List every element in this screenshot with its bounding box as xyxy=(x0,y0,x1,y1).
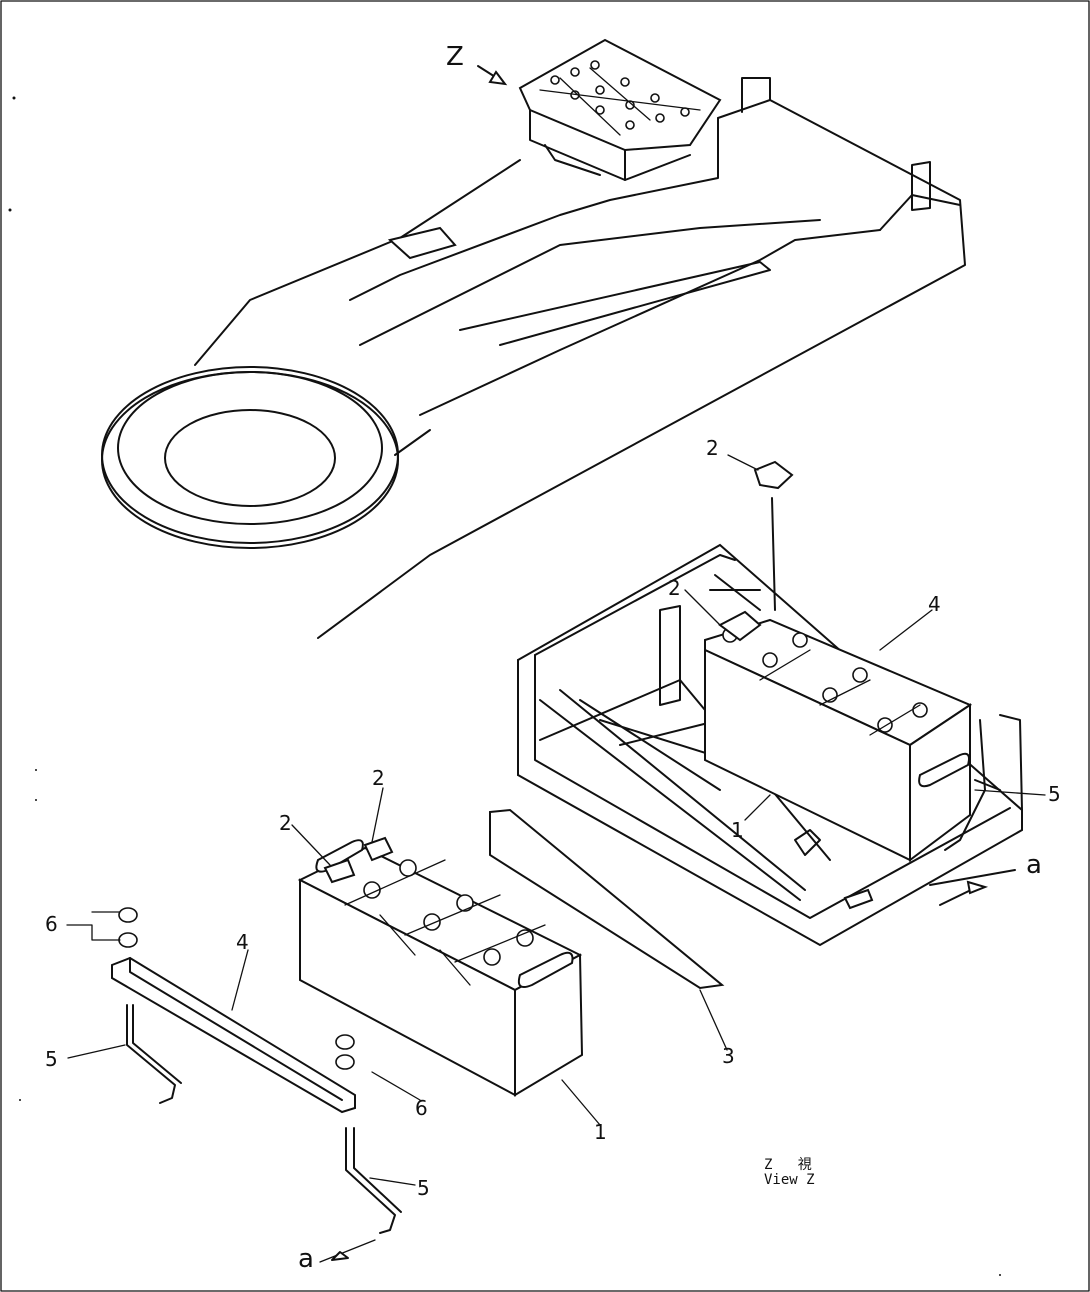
callout-6-right: 6 xyxy=(415,1096,428,1120)
z-view-label: Z xyxy=(446,42,464,72)
scan-specks xyxy=(8,96,1001,1276)
callout-3-plate: 3 xyxy=(722,1044,735,1068)
callout-1-box: 1 xyxy=(731,818,744,842)
view-z-kanji: 視 xyxy=(797,1157,812,1173)
nut-pair-left xyxy=(118,907,138,948)
cover-plate xyxy=(489,808,725,990)
callout-6-left: 6 xyxy=(45,912,58,936)
swing-circle xyxy=(101,366,399,544)
callout-a-box: a xyxy=(1026,850,1042,880)
callout-2-top: 2 xyxy=(706,436,719,460)
callout-a-bottom: a xyxy=(298,1244,314,1274)
j-bolt-right xyxy=(345,1127,402,1234)
nut-pair-right xyxy=(335,1034,355,1070)
revolving-frame xyxy=(101,77,966,639)
leader-lines xyxy=(66,454,1046,1263)
battery-loose xyxy=(297,836,584,1097)
battery-box-top-view xyxy=(477,38,722,181)
view-z-text: View Z xyxy=(764,1171,815,1188)
battery-box-assembled xyxy=(517,460,1023,947)
hold-down-bar xyxy=(111,956,356,1114)
callout-1-battery: 1 xyxy=(594,1120,607,1144)
view-z-letter: Z xyxy=(764,1157,773,1173)
j-bolt-left xyxy=(126,1004,182,1104)
callout-5-box: 5 xyxy=(1048,782,1061,806)
callout-2-upper: 2 xyxy=(372,766,385,790)
callout-2-box: 2 xyxy=(668,576,681,600)
callout-5-right: 5 xyxy=(417,1176,430,1200)
callout-4-box: 4 xyxy=(928,592,941,616)
callout-5-left: 5 xyxy=(45,1047,58,1071)
callout-2-lower: 2 xyxy=(279,811,292,835)
view-z-caption: Z 視 View Z xyxy=(764,1158,815,1187)
callout-4-bar: 4 xyxy=(236,930,249,954)
